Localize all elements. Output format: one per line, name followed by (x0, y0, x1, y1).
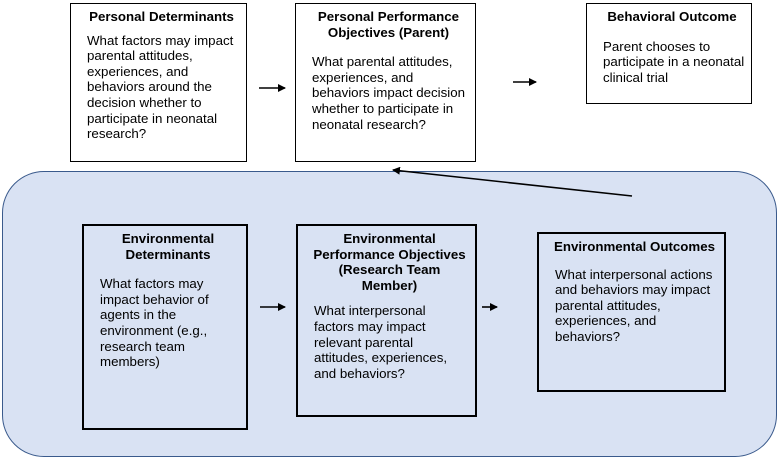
environmental-determinants-box: Environmental Determinants What factors … (82, 224, 248, 430)
environmental-performance-objectives-body: What interpersonal factors may impact re… (314, 303, 448, 381)
personal-performance-objectives-body: What parental attitudes, experiences, an… (312, 54, 465, 132)
environmental-determinants-title: Environmental Determinants (121, 231, 215, 262)
personal-determinants-body: What factors may impact parental attitud… (87, 32, 234, 142)
environmental-outcomes-body: What interpersonal actions and behaviors… (555, 266, 713, 344)
personal-performance-objectives-title: Personal Performance Objectives (Parent) (317, 9, 460, 40)
environmental-performance-objectives-title: Environmental Performance Objectives (Re… (313, 231, 466, 293)
behavioral-outcome-box: Behavioral Outcome Parent chooses to par… (586, 3, 752, 104)
behavioral-outcome-title: Behavioral Outcome (607, 9, 737, 24)
environmental-outcomes-title: Environmental Outcomes (553, 239, 716, 254)
personal-determinants-box: Personal Determinants What factors may i… (70, 3, 247, 162)
environmental-determinants-body: What factors may impact behavior of agen… (100, 276, 209, 370)
environmental-outcomes-box: Environmental Outcomes What interpersona… (537, 232, 726, 392)
personal-determinants-title: Personal Determinants (89, 9, 234, 24)
environmental-performance-objectives-box: Environmental Performance Objectives (Re… (296, 224, 477, 417)
behavioral-outcome-body: Parent chooses to participate in a neona… (603, 38, 745, 85)
personal-performance-objectives-box: Personal Performance Objectives (Parent)… (295, 3, 476, 162)
